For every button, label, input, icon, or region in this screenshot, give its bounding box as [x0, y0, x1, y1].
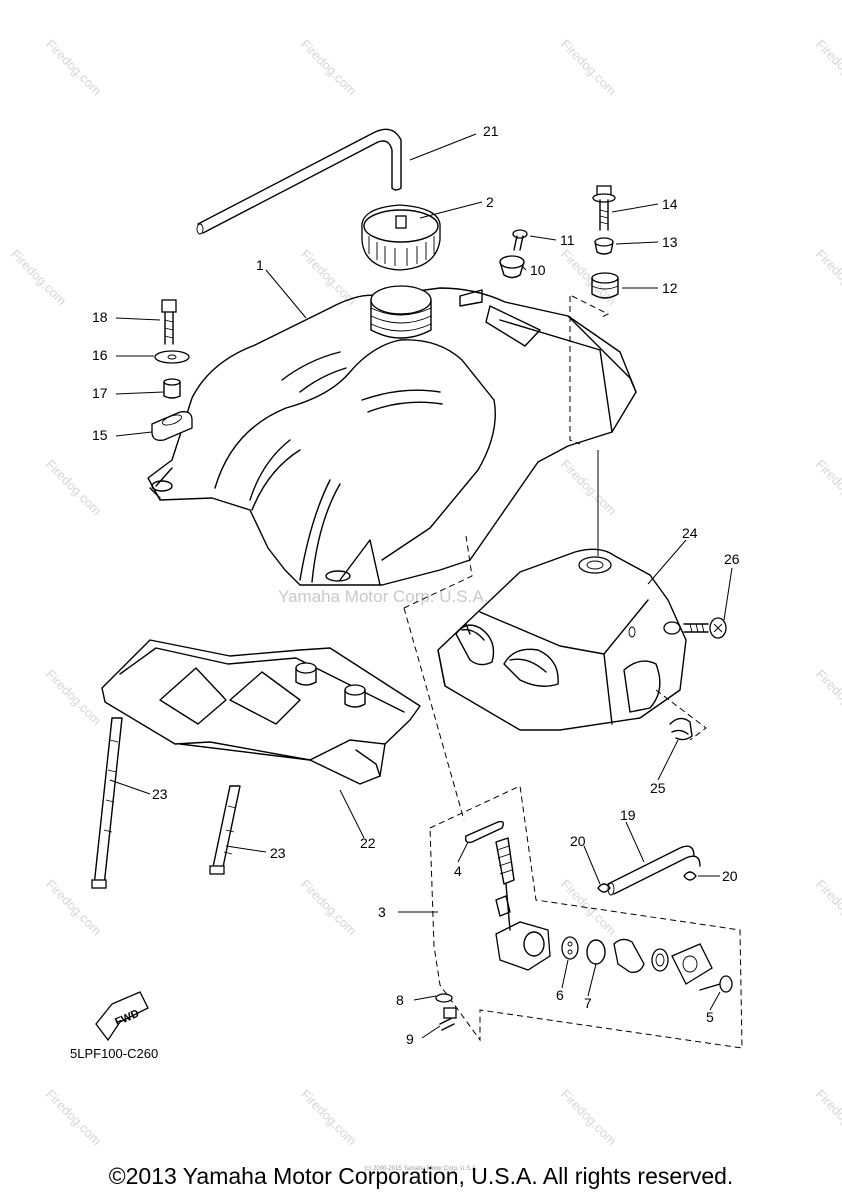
watermark: Firedog.com [558, 877, 620, 939]
callout-18: 18 [92, 309, 108, 325]
fuel-hose-19 [607, 845, 701, 896]
callout-9: 9 [406, 1031, 414, 1047]
copyright-notice: ©2013 Yamaha Motor Corporation, U.S.A. A… [108, 1163, 734, 1189]
callout-20-b: 20 [722, 868, 738, 884]
hose-clip-20b [683, 871, 697, 881]
watermark: Firedog.com [558, 1087, 620, 1149]
screw-26 [683, 617, 727, 639]
watermark: Firedog.com [43, 457, 105, 519]
fuel-tank-1 [147, 285, 637, 586]
watermark: Firedog.com [558, 37, 620, 99]
strap-23-left [91, 717, 123, 889]
watermark: Firedog.com [43, 37, 105, 99]
watermark: Firedog.com [8, 247, 70, 309]
watermark: Firedog.com [813, 457, 842, 519]
fwd-arrow-icon: FWD [95, 991, 149, 1042]
bolt-18 [161, 299, 177, 345]
callout-16: 16 [92, 347, 108, 363]
collar-10 [499, 255, 525, 279]
callout-8: 8 [396, 992, 404, 1008]
callout-5: 5 [706, 1009, 714, 1025]
fuel-cock-3 [429, 785, 743, 1049]
callout-23-right: 23 [270, 845, 286, 861]
callout-19: 19 [620, 807, 636, 823]
center-watermark: Yamaha Motor Corp. U.S.A. [278, 587, 488, 606]
callout-6: 6 [556, 987, 564, 1003]
callout-13: 13 [662, 234, 678, 250]
tank-cover-24 [437, 548, 687, 731]
damper-15 [151, 411, 193, 441]
watermark: Firedog.com [298, 877, 360, 939]
skid-plate-22 [101, 639, 421, 785]
fuel-tank-exploded-diagram: Firedog.com Firedog.com Firedog.com Fire… [8, 37, 842, 1149]
callout-11: 11 [560, 232, 575, 248]
watermark: Firedog.com [43, 667, 105, 729]
watermark: Firedog.com [43, 1087, 105, 1149]
collar-17 [163, 378, 181, 399]
tiny-copyright-note: (c) 2000-2015 Yamaha Motor Corp. U.S.A. [364, 1166, 478, 1172]
callout-21: 21 [483, 123, 499, 139]
clip-25 [669, 717, 693, 741]
diagram-code: 5LPF100-C260 [70, 1046, 158, 1061]
watermark: Firedog.com [558, 457, 620, 519]
watermark-group: Firedog.com Firedog.com Firedog.com Fire… [8, 37, 842, 1149]
callout-15: 15 [92, 427, 108, 443]
watermark: Firedog.com [298, 1087, 360, 1149]
watermark: Firedog.com [813, 37, 842, 99]
hose-clip-20a [597, 883, 611, 893]
callout-17: 17 [92, 385, 108, 401]
callout-4: 4 [454, 863, 462, 879]
callout-14: 14 [662, 196, 678, 212]
strap-23-right [209, 785, 241, 875]
callout-12: 12 [662, 280, 678, 296]
callout-2: 2 [486, 194, 494, 210]
damper-12 [591, 272, 619, 299]
collar-13 [594, 237, 614, 255]
bolt-14 [592, 185, 616, 231]
callout-23-left: 23 [152, 786, 168, 802]
callout-10: 10 [530, 262, 546, 278]
callout-1: 1 [256, 257, 264, 273]
watermark: Firedog.com [298, 37, 360, 99]
screw-11 [512, 229, 528, 251]
callout-26: 26 [724, 551, 740, 567]
watermark: Firedog.com [813, 877, 842, 939]
callout-25: 25 [650, 780, 666, 796]
washer-16 [154, 350, 190, 364]
alignment-lines [403, 295, 707, 821]
leader-lines [109, 133, 733, 1039]
callout-labels: 21 2 1 14 13 12 11 10 18 16 17 15 24 26 … [92, 123, 740, 1047]
fuel-cap-2 [361, 204, 441, 271]
watermark: Firedog.com [813, 667, 842, 729]
watermark: Firedog.com [813, 1087, 842, 1149]
vent-hose-21 [196, 128, 402, 235]
callout-24: 24 [682, 525, 698, 541]
callout-7: 7 [584, 995, 592, 1011]
callout-3: 3 [378, 904, 386, 920]
callout-20-a: 20 [570, 833, 586, 849]
watermark: Firedog.com [813, 247, 842, 309]
callout-22: 22 [360, 835, 376, 851]
